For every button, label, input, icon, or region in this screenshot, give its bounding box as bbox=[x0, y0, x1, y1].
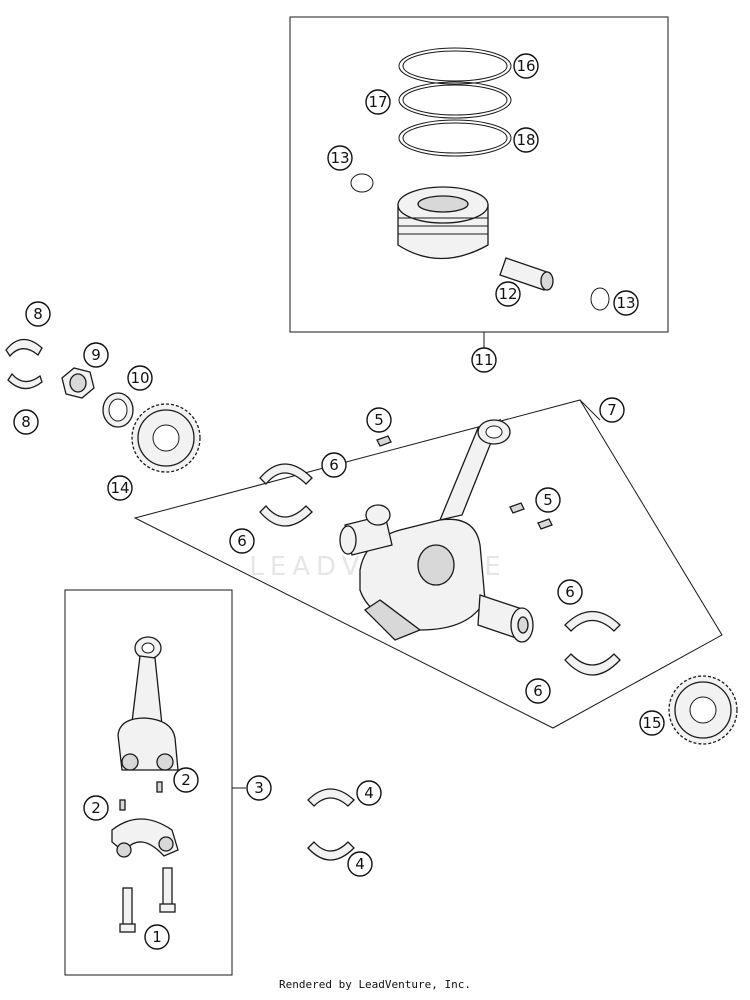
svg-text:4: 4 bbox=[364, 784, 374, 802]
washer[interactable] bbox=[102, 392, 134, 428]
main-bearing-shell-lower-left[interactable] bbox=[259, 505, 313, 527]
gear-15[interactable] bbox=[668, 675, 738, 745]
piston-group-box bbox=[289, 16, 669, 333]
callout-6-bottom-left[interactable]: 6 bbox=[229, 528, 255, 554]
svg-text:15: 15 bbox=[642, 714, 661, 732]
callout-3[interactable]: 3 bbox=[246, 775, 272, 801]
main-bearing-shell-upper-right[interactable] bbox=[564, 611, 621, 632]
svg-text:6: 6 bbox=[565, 583, 575, 601]
svg-text:9: 9 bbox=[91, 346, 101, 364]
callout-14[interactable]: 14 bbox=[107, 475, 133, 501]
svg-text:2: 2 bbox=[181, 771, 191, 789]
connecting-rod[interactable] bbox=[117, 636, 179, 771]
callout-13-right[interactable]: 13 bbox=[613, 290, 639, 316]
rod-bolt-left[interactable] bbox=[119, 887, 136, 933]
piston[interactable] bbox=[397, 186, 489, 260]
svg-text:10: 10 bbox=[130, 369, 149, 387]
callout-10[interactable]: 10 bbox=[127, 365, 153, 391]
dowel-pin-right-b[interactable] bbox=[537, 518, 553, 530]
callout-13-left[interactable]: 13 bbox=[327, 145, 353, 171]
callout-1[interactable]: 1 bbox=[144, 924, 170, 950]
callout-16[interactable]: 16 bbox=[513, 53, 539, 79]
callout-5-top[interactable]: 5 bbox=[366, 407, 392, 433]
svg-text:3: 3 bbox=[254, 779, 264, 797]
svg-text:6: 6 bbox=[237, 532, 247, 550]
svg-text:5: 5 bbox=[374, 411, 384, 429]
circlip-right[interactable] bbox=[590, 287, 610, 311]
callout-11[interactable]: 11 bbox=[471, 347, 497, 373]
callout-6-top-left[interactable]: 6 bbox=[321, 452, 347, 478]
piston-pin[interactable] bbox=[499, 257, 554, 291]
rod-bearing-shell-lower[interactable] bbox=[307, 841, 355, 861]
callout-5-right[interactable]: 5 bbox=[535, 487, 561, 513]
rod-dowel-pin-left[interactable] bbox=[119, 799, 126, 811]
piston-ring-top[interactable] bbox=[398, 47, 512, 85]
svg-text:2: 2 bbox=[91, 799, 101, 817]
svg-text:8: 8 bbox=[21, 413, 31, 431]
crankshaft-group-box bbox=[133, 399, 723, 729]
connecting-rod-cap[interactable] bbox=[111, 818, 179, 858]
svg-text:13: 13 bbox=[616, 294, 635, 312]
rod-bearing-shell-upper[interactable] bbox=[307, 788, 355, 807]
main-bearing-shell-upper-left[interactable] bbox=[259, 463, 313, 485]
main-bearing-shell-lower-right[interactable] bbox=[564, 653, 621, 676]
svg-text:7: 7 bbox=[607, 401, 617, 419]
callout-15[interactable]: 15 bbox=[639, 710, 665, 736]
callout-8-top[interactable]: 8 bbox=[25, 301, 51, 327]
callout-2-left[interactable]: 2 bbox=[83, 795, 109, 821]
callout-7[interactable]: 7 bbox=[599, 397, 625, 423]
callout-8-bottom[interactable]: 8 bbox=[13, 409, 39, 435]
crankshaft-assembly[interactable] bbox=[339, 418, 534, 643]
svg-text:16: 16 bbox=[516, 57, 535, 75]
callout-9[interactable]: 9 bbox=[83, 342, 109, 368]
rod-bolt-right[interactable] bbox=[159, 867, 176, 913]
callout-4-top[interactable]: 4 bbox=[356, 780, 382, 806]
svg-text:11: 11 bbox=[474, 351, 493, 369]
bearing-shell-upper-8[interactable] bbox=[5, 338, 43, 358]
callout-17[interactable]: 17 bbox=[365, 89, 391, 115]
gear-14[interactable] bbox=[131, 403, 201, 473]
svg-text:17: 17 bbox=[368, 93, 387, 111]
hex-nut[interactable] bbox=[61, 367, 95, 399]
callout-2-right[interactable]: 2 bbox=[173, 767, 199, 793]
svg-text:12: 12 bbox=[498, 285, 517, 303]
callout-6-top-right[interactable]: 6 bbox=[557, 579, 583, 605]
rod-dowel-pin-right[interactable] bbox=[156, 781, 163, 793]
svg-text:6: 6 bbox=[533, 682, 543, 700]
callout-4-bottom[interactable]: 4 bbox=[347, 851, 373, 877]
callout-12[interactable]: 12 bbox=[495, 281, 521, 307]
piston-ring-oil[interactable] bbox=[398, 119, 512, 157]
footer-credit: Rendered by LeadVenture, Inc. bbox=[278, 978, 472, 991]
svg-text:8: 8 bbox=[33, 305, 43, 323]
callout-6-bottom-right[interactable]: 6 bbox=[525, 678, 551, 704]
svg-text:13: 13 bbox=[330, 149, 349, 167]
connecting-rod-kit-box bbox=[64, 589, 233, 976]
svg-text:4: 4 bbox=[355, 855, 365, 873]
circlip-left[interactable] bbox=[350, 173, 374, 193]
svg-text:1: 1 bbox=[152, 928, 162, 946]
bearing-shell-lower-8[interactable] bbox=[7, 372, 43, 390]
dowel-pin-right-a[interactable] bbox=[509, 502, 525, 514]
svg-text:14: 14 bbox=[110, 479, 129, 497]
callout-18[interactable]: 18 bbox=[513, 127, 539, 153]
svg-text:5: 5 bbox=[543, 491, 553, 509]
svg-text:18: 18 bbox=[516, 131, 535, 149]
svg-text:6: 6 bbox=[329, 456, 339, 474]
piston-ring-middle[interactable] bbox=[398, 81, 512, 119]
dowel-pin-top[interactable] bbox=[376, 435, 392, 447]
